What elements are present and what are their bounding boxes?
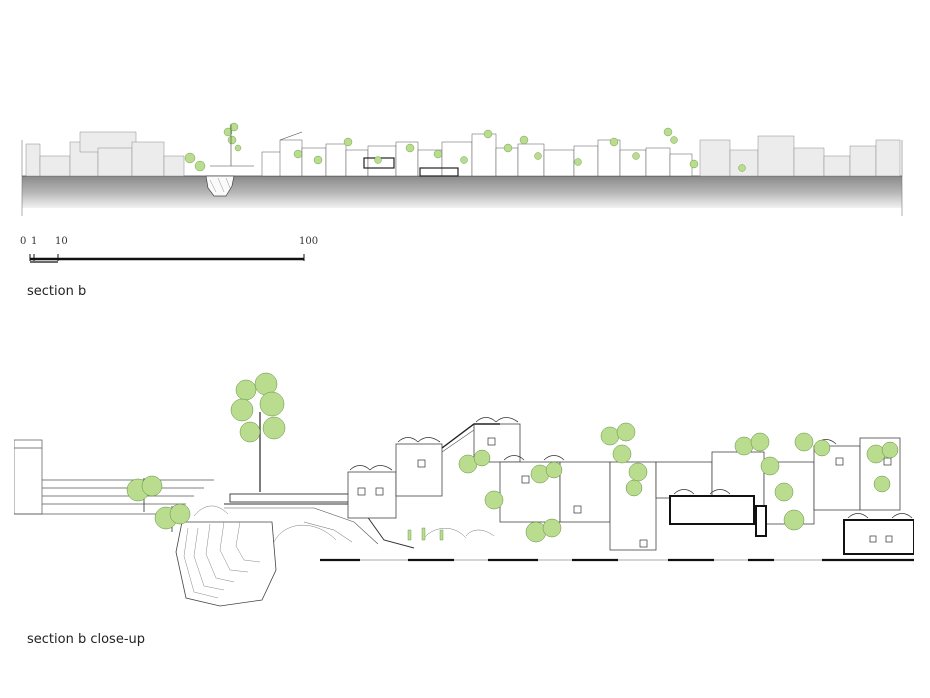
left-background-buildings xyxy=(25,131,185,177)
scale-label-10: 10 xyxy=(55,236,68,247)
scale-bar xyxy=(29,254,305,263)
caption-section-b-close-up: section b close-up xyxy=(27,632,146,647)
right-background-buildings xyxy=(699,135,901,177)
ground-band xyxy=(22,176,902,208)
scale-label-1: 1 xyxy=(31,236,38,247)
overview-trees-left xyxy=(184,122,242,172)
overview-trees-center xyxy=(293,127,678,166)
closeup-left-terraces xyxy=(14,439,214,515)
glazed-unit-1 xyxy=(669,495,755,525)
glazed-unit-3 xyxy=(843,519,914,555)
closeup-sunken-pit xyxy=(175,521,277,607)
section-b-closeup-drawing xyxy=(14,372,914,607)
glazed-unit-2 xyxy=(755,505,767,537)
overview-central-buildings xyxy=(261,133,693,177)
closeup-village-buildings xyxy=(347,423,901,551)
scale-label-0: 0 xyxy=(20,236,27,247)
stair-ramp xyxy=(441,423,500,449)
caption-section-b: section b xyxy=(27,284,87,299)
scale-label-100: 100 xyxy=(299,236,319,247)
section-b-overview-drawing xyxy=(21,122,903,216)
closeup-trees-left xyxy=(126,475,191,530)
closeup-tree-deck xyxy=(230,372,286,443)
closeup-shrubs xyxy=(193,505,495,543)
closeup-trees-village xyxy=(458,422,899,543)
plaza-deck xyxy=(229,493,351,503)
closeup-people xyxy=(407,527,444,541)
